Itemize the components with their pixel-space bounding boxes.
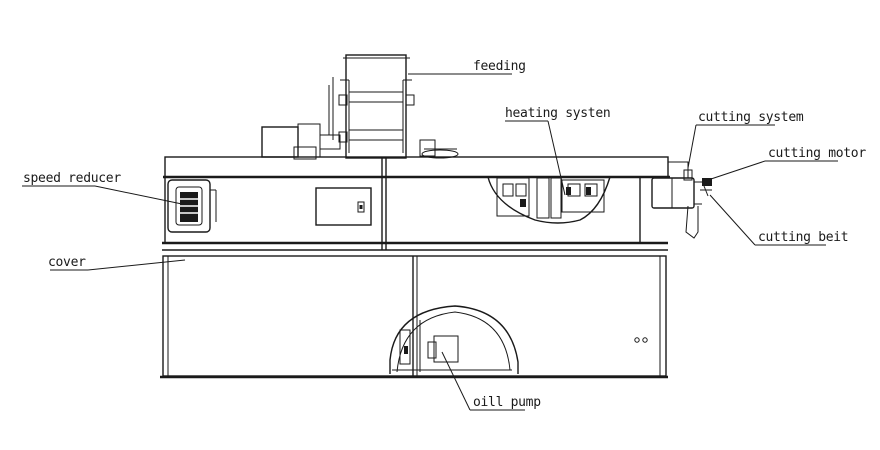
speed-reducer xyxy=(167,179,217,233)
label-speed-reducer: speed reducer xyxy=(23,171,121,186)
control-panel xyxy=(315,187,372,226)
feed-motor xyxy=(261,123,459,160)
label-cover: cover xyxy=(48,255,86,270)
label-cutting-belt: cutting beit xyxy=(758,230,848,245)
heating-system xyxy=(487,176,611,224)
cutting-system xyxy=(651,161,712,239)
oil-pump xyxy=(389,305,519,374)
label-heating-system: heating systen xyxy=(505,106,610,121)
label-oil-pump: oill pump xyxy=(473,395,541,410)
cutting-motor-icon xyxy=(700,178,712,197)
label-feeding: feeding xyxy=(473,59,526,74)
lower-cabinet xyxy=(160,255,668,379)
label-cutting-system: cutting system xyxy=(698,110,804,125)
machine-frame-upper xyxy=(162,156,670,251)
leader-lines xyxy=(22,73,838,411)
feeding-hopper xyxy=(328,54,415,159)
label-cutting-motor: cutting motor xyxy=(768,146,866,161)
